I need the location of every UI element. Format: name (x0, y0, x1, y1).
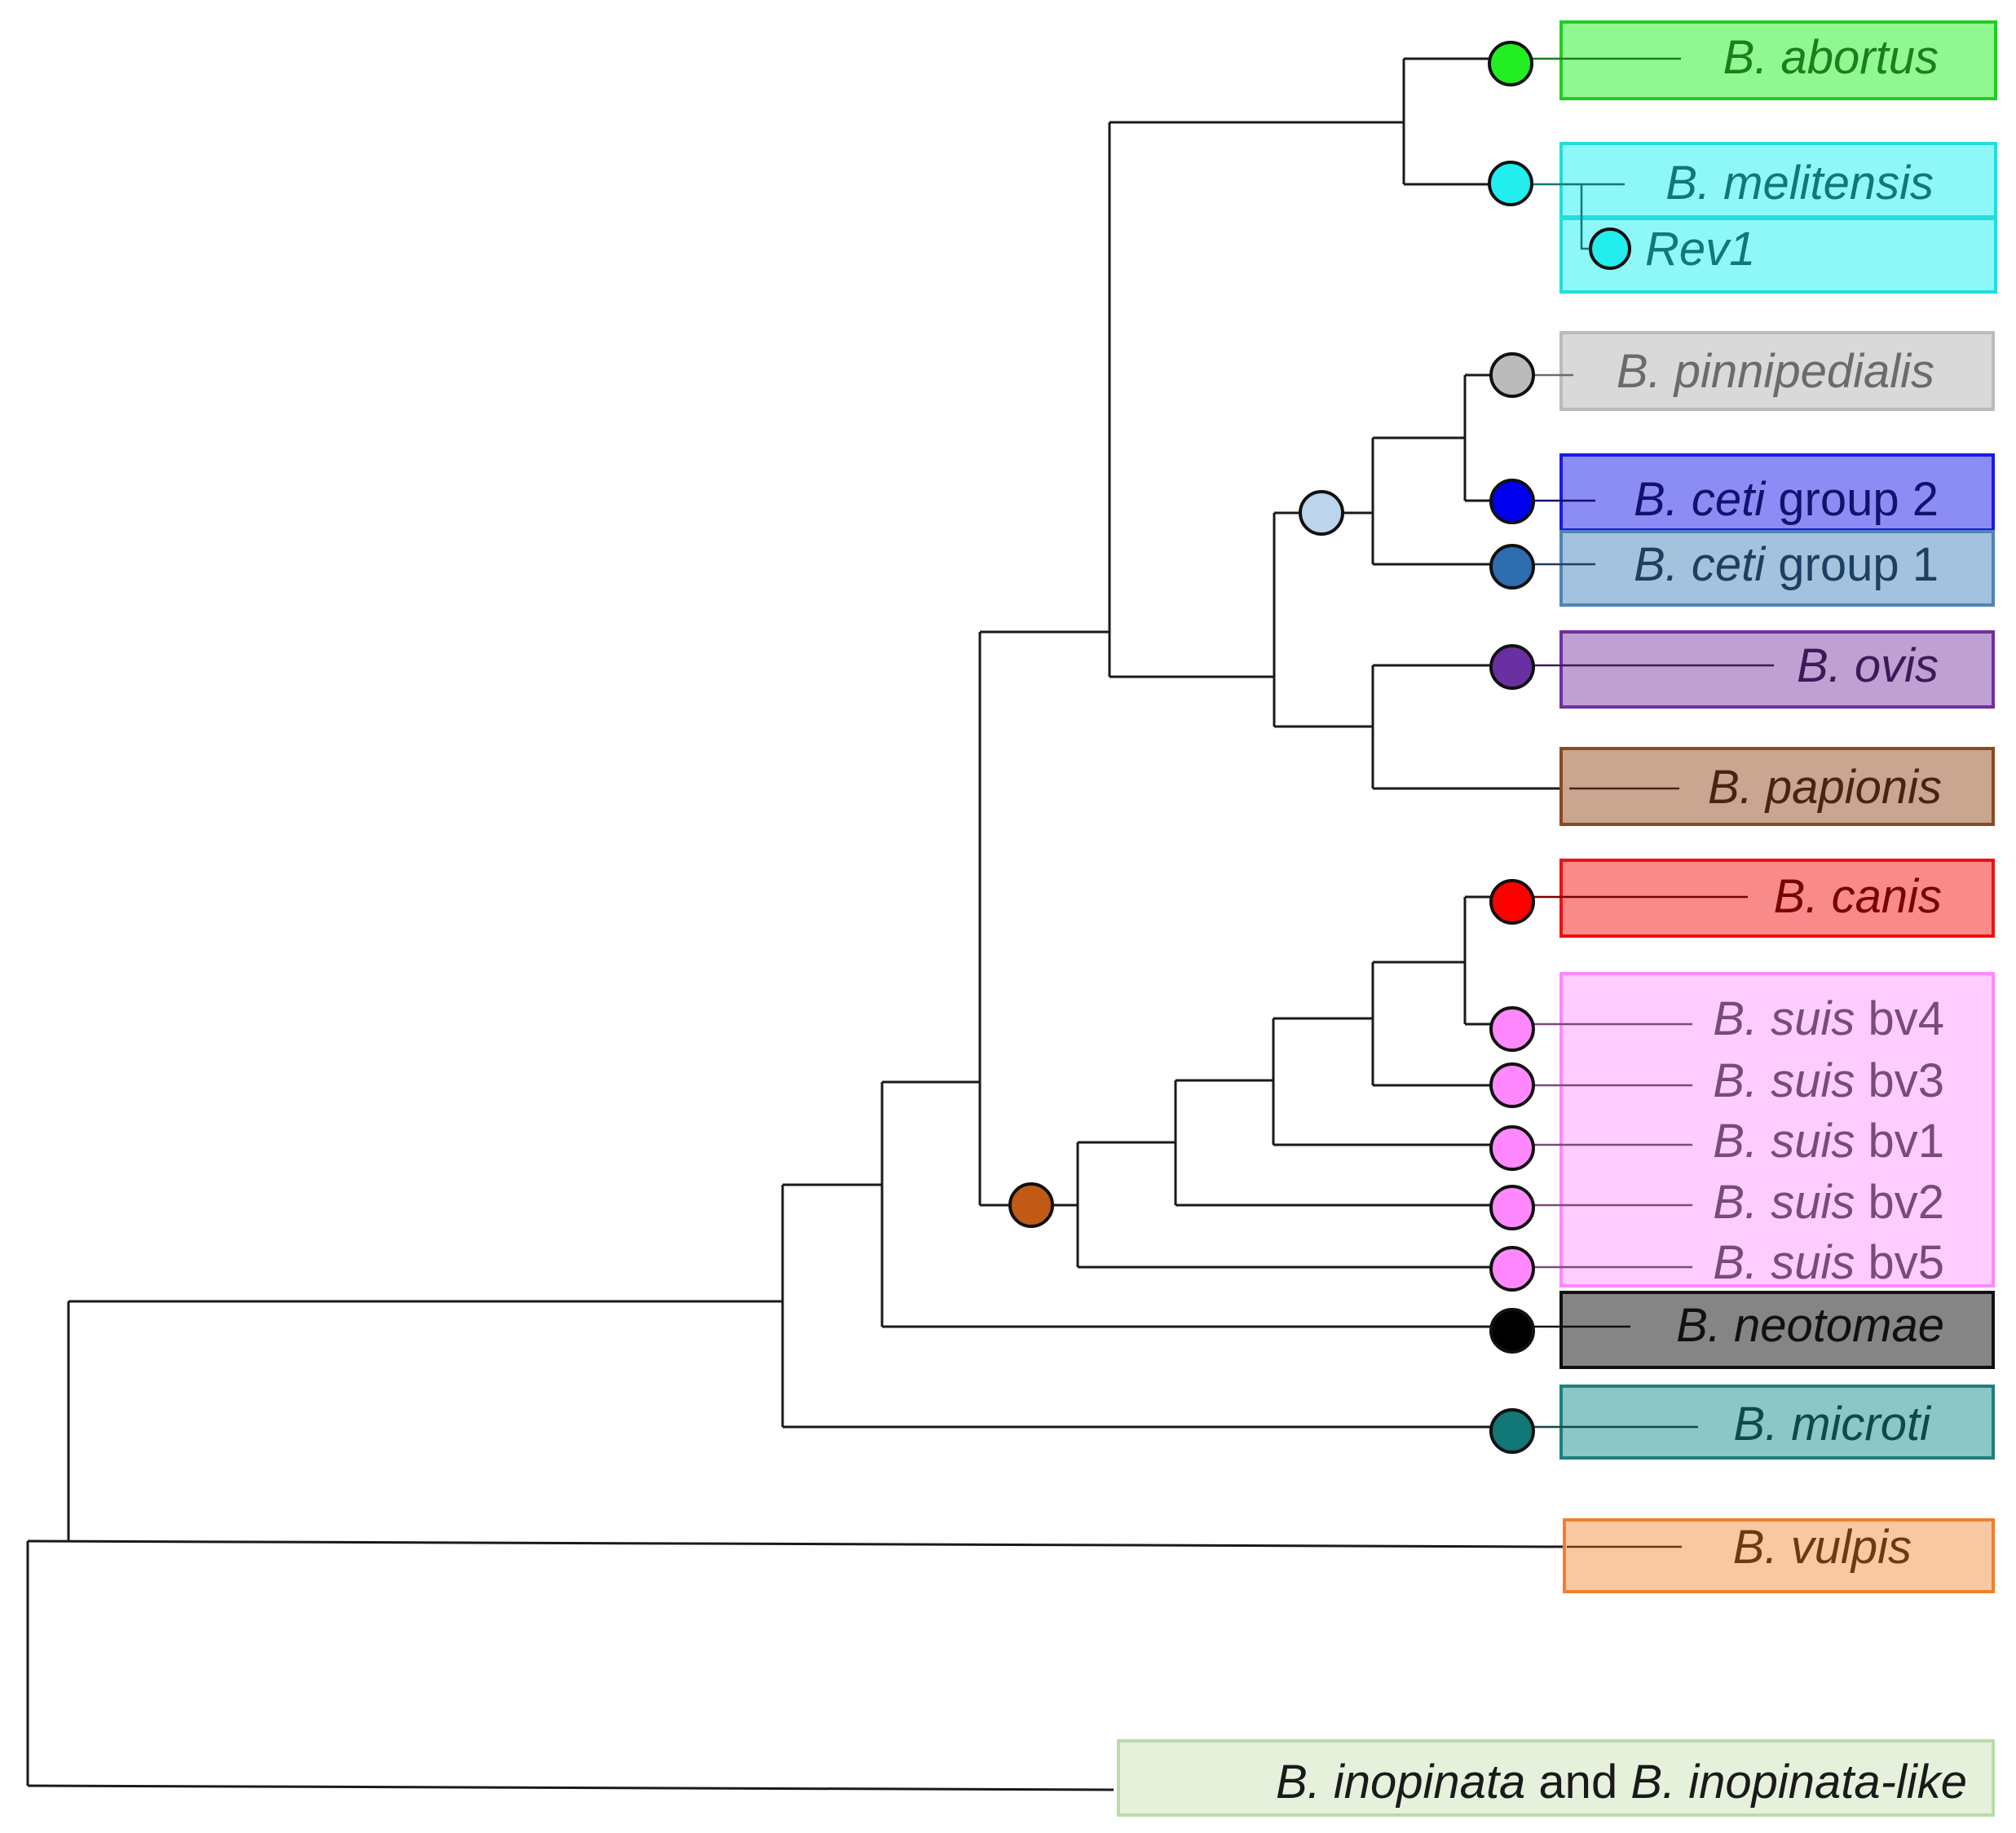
taxon-label-melitensis: B. melitensis (1665, 157, 1934, 210)
taxon-label-part: B. inopinata-like (1630, 1756, 1967, 1809)
taxon-label-part: B. suis (1713, 1115, 1855, 1168)
taxon-label-vulpis: B. vulpis (1733, 1521, 1912, 1574)
branch-29 (781, 1185, 1512, 1429)
taxon-label-suis3: B. suis bv3 (1713, 1054, 1944, 1107)
label-box-inopinata (1117, 1739, 1995, 1817)
branch-16 (1371, 962, 1512, 1087)
node-ceti2 (1489, 479, 1535, 524)
tree-node-markers (1008, 41, 1631, 1454)
taxon-label-suis5: B. suis bv5 (1713, 1236, 1944, 1289)
taxon-label-part: B. abortus (1723, 31, 1939, 84)
branch-6 (1371, 438, 1512, 566)
label-box-pinnipedialis (1559, 331, 1995, 411)
branch-32 (27, 1539, 1568, 1548)
node-suis-clade (1008, 1182, 1054, 1228)
node-suis4 (1489, 1006, 1535, 1052)
taxon-label-part: B. neotomae (1676, 1299, 1944, 1352)
taxon-label-part: bv2 (1855, 1176, 1944, 1229)
taxon-label-part: B. suis (1713, 1054, 1855, 1107)
branch-34 (27, 1784, 1114, 1791)
taxon-label-ceti2: B. ceti group 2 (1634, 473, 1939, 526)
taxon-label-part: B. melitensis (1665, 157, 1934, 210)
taxon-label-part: B. ceti (1634, 473, 1767, 526)
node-ceti-clade (1299, 490, 1344, 536)
taxon-label-inopinata: B. inopinata and B. inopinata-like (1276, 1756, 1967, 1809)
label-box-vulpis (1563, 1518, 1995, 1593)
label-box-abortus (1559, 20, 1997, 100)
taxon-label-part: B. ceti (1634, 538, 1767, 591)
branch-18 (1272, 1018, 1512, 1146)
branch-8 (1371, 664, 1569, 790)
node-suis2 (1489, 1185, 1535, 1230)
node-melitensis (1488, 161, 1533, 206)
taxon-label-papionis: B. papionis (1708, 761, 1942, 814)
label-box-microti (1559, 1385, 1995, 1460)
taxon-label-part: and (1525, 1756, 1630, 1809)
node-abortus (1488, 41, 1533, 86)
label-box-papionis (1559, 747, 1995, 826)
node-suis5 (1489, 1246, 1535, 1292)
taxon-label-part: bv1 (1855, 1115, 1944, 1168)
node-microti (1489, 1408, 1535, 1454)
node-suis3 (1489, 1062, 1535, 1108)
taxon-label-part: B. vulpis (1733, 1521, 1912, 1574)
node-canis (1489, 879, 1535, 925)
taxon-label-part: bv5 (1855, 1236, 1944, 1289)
label-box-ceti1 (1559, 530, 1995, 607)
label-box-ovis (1559, 630, 1995, 709)
taxon-label-boxes (1117, 20, 1997, 1817)
taxon-label-part: Rev1 (1645, 223, 1755, 276)
tree-branches (26, 57, 1569, 1791)
taxon-label-microti: B. microti (1733, 1398, 1932, 1451)
taxon-label-neotomae: B. neotomae (1676, 1299, 1944, 1352)
taxon-label-suis2: B. suis bv2 (1713, 1176, 1944, 1229)
taxon-label-part: B. suis (1713, 1176, 1855, 1229)
taxon-label-ceti1: B. ceti group 1 (1634, 538, 1939, 591)
taxon-label-suis4: B. suis bv4 (1713, 992, 1944, 1045)
taxon-label-pinnipedialis: B. pinnipedialis (1617, 345, 1934, 398)
taxon-label-abortus: B. abortus (1723, 31, 1939, 84)
branch-20 (1174, 1080, 1512, 1207)
taxon-label-ovis: B. ovis (1797, 639, 1939, 692)
taxon-label-rev1: Rev1 (1645, 223, 1755, 276)
label-box-suis4 (1559, 972, 1995, 1288)
node-ceti1 (1489, 544, 1535, 590)
taxon-label-part: B. pinnipedialis (1617, 345, 1934, 398)
node-rev1 (1589, 227, 1631, 270)
label-box-canis (1559, 859, 1995, 938)
taxon-label-part: bv3 (1855, 1054, 1944, 1107)
taxon-label-canis: B. canis (1774, 870, 1942, 923)
taxon-label-part: B. suis (1713, 1236, 1855, 1289)
branch-27 (880, 1082, 1512, 1328)
taxon-label-part: B. suis (1713, 992, 1855, 1045)
node-pinnipedialis (1489, 352, 1535, 398)
taxon-label-part: group 1 (1765, 538, 1939, 591)
taxon-label-part: B. ovis (1797, 639, 1939, 692)
node-ovis (1489, 644, 1535, 690)
label-box-neotomae (1559, 1291, 1995, 1369)
taxon-label-part: group 2 (1765, 473, 1939, 526)
label-box-rev1 (1559, 217, 1997, 294)
taxon-label-suis1: B. suis bv1 (1713, 1115, 1944, 1168)
taxon-label-part: B. papionis (1708, 761, 1942, 814)
taxon-label-part: B. microti (1733, 1398, 1932, 1451)
taxon-label-part: B. canis (1774, 870, 1942, 923)
taxon-label-part: bv4 (1855, 992, 1944, 1045)
node-suis1 (1489, 1125, 1535, 1171)
node-neotomae (1489, 1308, 1535, 1354)
taxon-label-part: B. inopinata (1276, 1756, 1525, 1809)
